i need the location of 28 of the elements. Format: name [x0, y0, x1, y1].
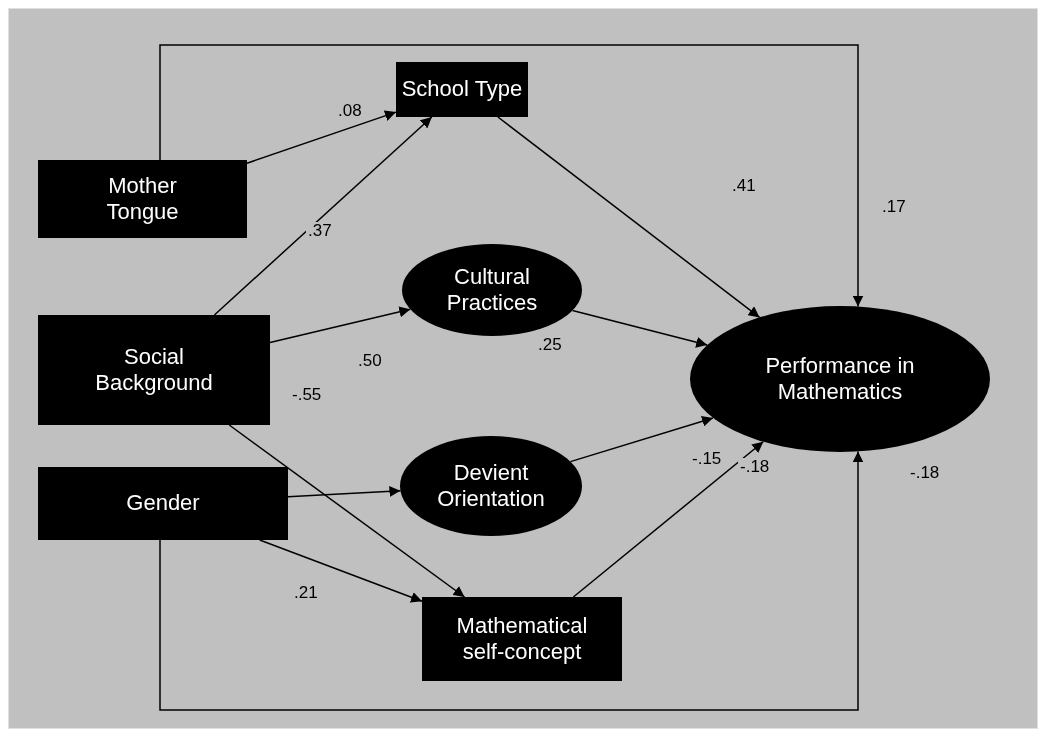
- path-arrow: [497, 116, 761, 319]
- path-arrow: [159, 44, 864, 308]
- latent-variable-ellipse: [400, 436, 582, 536]
- variable-label: Gender: [126, 490, 200, 517]
- observed-variable-box: [396, 62, 528, 117]
- path-arrow: [572, 441, 765, 598]
- latent-variable-ellipse: [402, 244, 582, 336]
- variable-label: School Type: [401, 76, 523, 103]
- path-arrow: [159, 450, 864, 711]
- path-arrow: [571, 309, 708, 348]
- latent-variable-ellipse: [690, 306, 990, 452]
- variable-label: Performance in Mathematics: [764, 352, 916, 406]
- path-arrow: [569, 415, 714, 463]
- variable-label: Cultural Practices: [445, 263, 539, 317]
- variable-label: Social Background: [94, 343, 214, 397]
- path-arrow: [213, 116, 433, 316]
- path-arrow: [228, 424, 466, 598]
- variable-label: Mother Tongue: [105, 172, 180, 226]
- variable-label: Devient Orientation: [436, 459, 546, 513]
- path-arrow: [258, 539, 423, 603]
- observed-variable-box: [38, 160, 247, 238]
- observed-variable-box: [422, 597, 622, 681]
- observed-variable-box: [38, 467, 288, 540]
- path-arrow: [269, 306, 412, 344]
- path-arrow: [287, 485, 402, 498]
- variable-label: Mathematical self-concept: [455, 612, 589, 666]
- observed-variable-box: [38, 315, 270, 425]
- path-arrow: [246, 110, 397, 164]
